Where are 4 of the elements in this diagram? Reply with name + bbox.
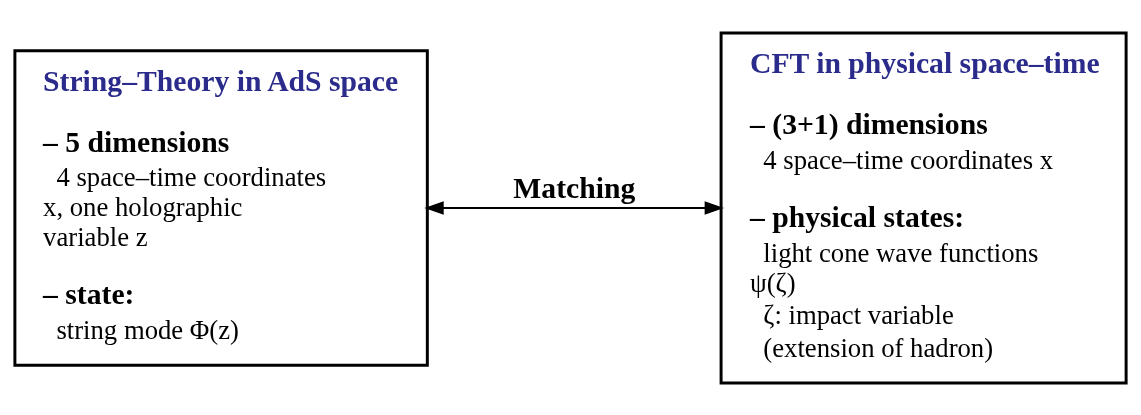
- edge-label: Matching: [513, 171, 636, 204]
- arrow: [424, 200, 724, 215]
- node-box: String–Theory in AdS space – 5 dimensions 4 space–time coordinates x, one holographic variable z – state: string mode Φ(z): [13, 48, 429, 367]
- node-box: CFT in physical space–time – (3+1) dimensions 4 space–time coordinates x – physical states: light cone wave functions ψ(ζ) ζ: impact variable (extension of hadron): [719, 30, 1128, 385]
